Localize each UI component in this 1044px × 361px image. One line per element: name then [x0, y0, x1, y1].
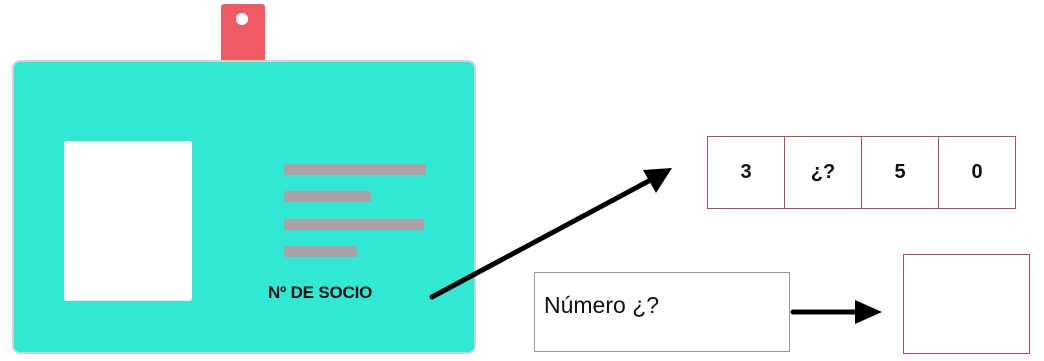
member-number-label: Nº DE SOCIO [268, 283, 373, 302]
arrow-head-icon [855, 300, 882, 324]
card-text-line [284, 246, 357, 257]
arrow-head-icon [643, 168, 672, 193]
member-number-digits: 3 ¿? 5 0 [707, 136, 1016, 209]
result-box [903, 254, 1030, 354]
digit-cell: ¿? [785, 137, 862, 208]
digit-cell: 3 [708, 137, 785, 208]
digit-cell: 5 [862, 137, 939, 208]
number-question-box: Número ¿? [534, 272, 790, 352]
digit-cell: 0 [971, 161, 983, 183]
card-photo-placeholder [64, 141, 192, 301]
card-text-line [284, 219, 424, 230]
number-question-label: Número ¿? [544, 292, 660, 318]
card-text-line [284, 164, 426, 175]
card-text-line [284, 191, 371, 202]
lanyard-hole [236, 13, 248, 25]
